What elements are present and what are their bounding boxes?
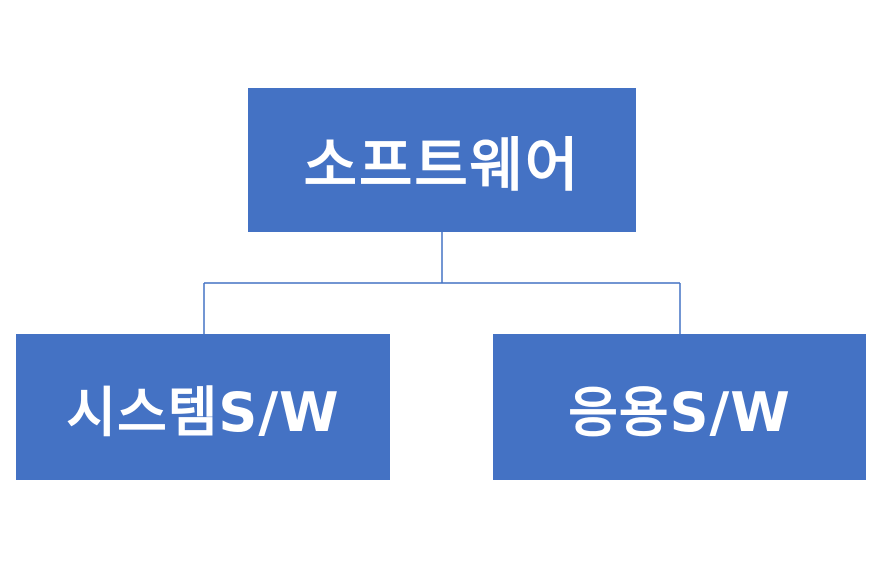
root-node-software: 소프트웨어 [248, 88, 636, 232]
child-node-label: 시스템S/W [66, 380, 340, 444]
child-node-application-sw: 응용S/W [493, 334, 866, 480]
child-node-label: 응용S/W [568, 380, 791, 444]
child-node-system-sw: 시스템S/W [16, 334, 390, 480]
root-node-label: 소프트웨어 [303, 131, 581, 199]
